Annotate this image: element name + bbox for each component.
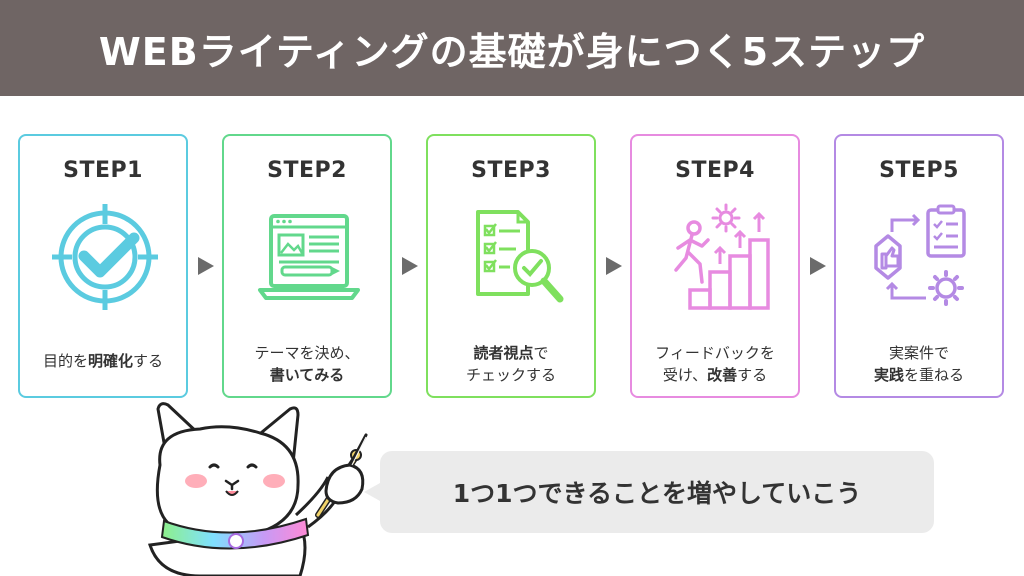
page-title: WEBライティングの基礎が身につく5ステップ	[98, 29, 926, 74]
target-check-icon	[52, 204, 158, 310]
desc-line-2: 書いてみる	[228, 364, 386, 386]
desc-line-1: 目的を明確化する	[24, 350, 182, 372]
desc-text: する	[737, 366, 768, 384]
checklist-magnifier-icon	[476, 210, 564, 303]
desc-text: で	[533, 344, 549, 362]
desc-text: テーマを決め、	[254, 344, 360, 362]
desc-line-2: チェックする	[432, 364, 590, 386]
desc-line-1: 実案件で	[840, 342, 998, 364]
arrow-right-icon	[810, 257, 826, 275]
step-card-1: STEP1 目的を明確化する	[18, 134, 188, 398]
desc-line-2: 受け、改善する	[636, 364, 794, 386]
desc-text: する	[133, 352, 164, 370]
speech-bubble: 1つ1つできることを増やしていこう	[364, 451, 934, 533]
laptop-writing-icon	[258, 214, 360, 300]
desc-text: 実案件で	[888, 344, 949, 362]
desc-line-1: テーマを決め、	[228, 342, 386, 364]
desc-line-1: フィードバックを	[636, 342, 794, 364]
desc-line-1: 読者視点で	[432, 342, 590, 364]
desc-text-bold: 書いてみる	[269, 366, 345, 384]
step-label: STEP5	[879, 158, 959, 183]
desc-text: 受け、	[662, 366, 708, 384]
step-description: 目的を明確化する	[24, 350, 182, 372]
white-cat-pointing-icon	[148, 402, 368, 576]
arrow-right-icon	[198, 257, 214, 275]
thumbs-up-cycle-icon	[874, 204, 966, 306]
desc-text: を重ねる	[904, 366, 965, 384]
step-label: STEP2	[267, 158, 347, 183]
step-card-3: STEP3 読者視点で チェックする	[426, 134, 596, 398]
arrow-right-icon	[606, 257, 622, 275]
step-description: テーマを決め、 書いてみる	[228, 342, 386, 386]
step-description: フィードバックを 受け、改善する	[636, 342, 794, 386]
step-label: STEP4	[675, 158, 755, 183]
step-description: 読者視点で チェックする	[432, 342, 590, 386]
desc-line-2: 実践を重ねる	[840, 364, 998, 386]
speech-text: 1つ1つできることを増やしていこう	[452, 479, 862, 508]
step-card-4: STEP4 フィードバックを 受け、改善する	[630, 134, 800, 398]
desc-text-bold: 明確化	[87, 352, 133, 370]
person-climbing-stairs-icon	[674, 203, 770, 310]
step-label: STEP3	[471, 158, 551, 183]
desc-text-bold: 実践	[873, 366, 904, 384]
title-bar: WEBライティングの基礎が身につく5ステップ	[0, 0, 1024, 96]
step-label: STEP1	[63, 158, 143, 183]
step-card-2: STEP2 テーマを決め、 書いてみる	[222, 134, 392, 398]
step-card-5: STEP5 実案件で 実践を重ねる	[834, 134, 1004, 398]
desc-text-bold: 読者視点	[473, 344, 534, 362]
desc-text-bold: 改善	[707, 366, 738, 384]
step-description: 実案件で 実践を重ねる	[840, 342, 998, 386]
desc-text: チェックする	[465, 366, 556, 384]
arrow-right-icon	[402, 257, 418, 275]
desc-text: 目的を	[42, 352, 88, 370]
desc-text: フィードバックを	[655, 344, 775, 362]
